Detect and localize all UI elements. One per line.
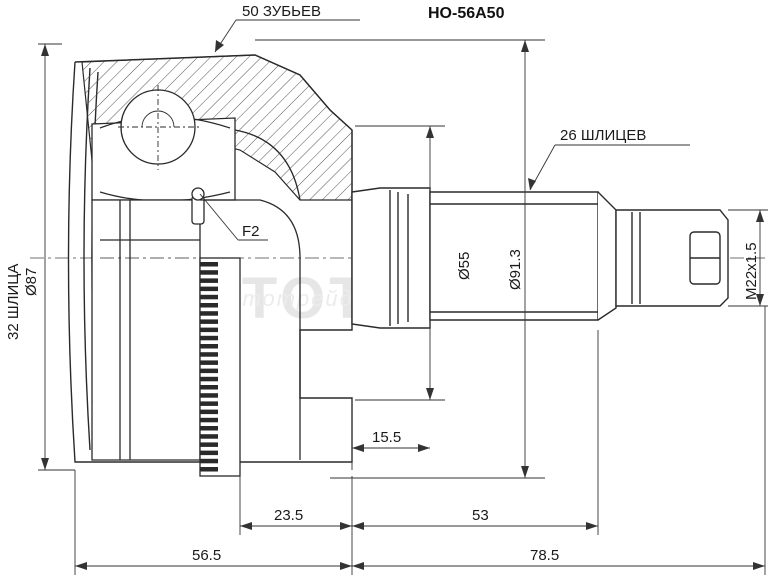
abs-tooth	[200, 434, 218, 439]
abs-tooth	[200, 376, 218, 382]
abs-tooth	[200, 319, 218, 324]
stub-shaft	[351, 187, 729, 329]
abs-tooth	[200, 450, 218, 456]
abs-tooth	[200, 467, 218, 472]
abs-tooth	[200, 303, 218, 308]
teeth-count-label: 50 ЗУБЬЕВ	[242, 3, 321, 20]
abs-tooth	[200, 401, 218, 406]
abs-tooth	[200, 286, 218, 292]
abs-tooth	[200, 311, 218, 316]
abs-tooth	[200, 360, 218, 365]
abs-tooth	[200, 442, 218, 447]
thread-label: M22x1.5	[743, 242, 760, 300]
inner-race	[91, 187, 205, 461]
abs-ring	[199, 257, 241, 477]
body-diameter-label: Ø91.3	[507, 249, 524, 290]
dim-23-5: 23.5	[274, 507, 303, 524]
abs-tooth	[200, 458, 218, 464]
abs-tooth	[200, 393, 218, 398]
abs-tooth	[200, 278, 218, 283]
f2-label: F2	[242, 223, 260, 240]
abs-tooth	[200, 335, 218, 341]
abs-tooth	[200, 409, 218, 415]
abs-tooth	[200, 426, 218, 431]
abs-ring-body	[199, 257, 241, 477]
abs-tooth	[200, 352, 218, 357]
dim-78-5: 78.5	[530, 547, 559, 564]
arrowheads	[41, 40, 765, 570]
part-number: HO-56A50	[428, 5, 505, 22]
abs-tooth	[200, 262, 218, 267]
dim-15-5: 15.5	[372, 429, 401, 446]
dim-56-5: 56.5	[192, 547, 221, 564]
housing-body	[200, 129, 301, 460]
abs-tooth	[200, 344, 218, 349]
abs-tooth	[200, 294, 218, 300]
dim-53: 53	[472, 507, 489, 524]
abs-tooth	[200, 385, 218, 390]
abs-tooth	[200, 417, 218, 423]
abs-tooth	[200, 368, 218, 374]
outer-diameter-label: Ø87	[23, 268, 40, 296]
shaft-diameter-label: Ø55	[456, 252, 473, 280]
outer-splines-label: 26 ШЛИЦЕВ	[560, 127, 646, 144]
abs-tooth	[200, 270, 218, 275]
abs-tooth	[200, 327, 218, 333]
inner-splines-label: 32 ШЛИЦА	[5, 264, 22, 340]
